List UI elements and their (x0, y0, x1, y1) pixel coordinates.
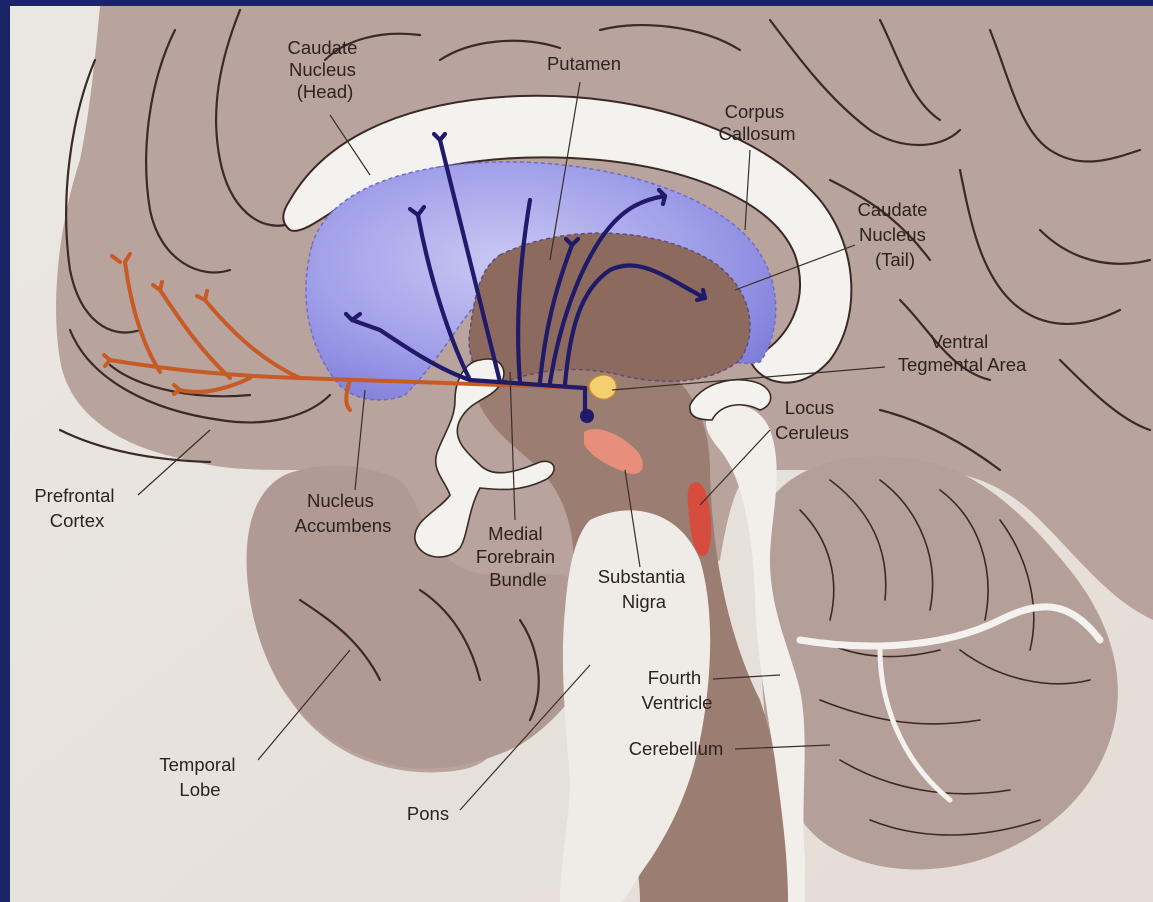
label-putamen: Putamen (547, 53, 621, 74)
label-pons: Pons (407, 803, 449, 824)
label-corpus-callosum: Corpus Callosum (718, 101, 795, 144)
label-cerebellum: Cerebellum (629, 738, 724, 759)
vta-nucleus (589, 375, 616, 399)
label-caudate-head: Caudate Nucleus (Head) (287, 37, 362, 102)
